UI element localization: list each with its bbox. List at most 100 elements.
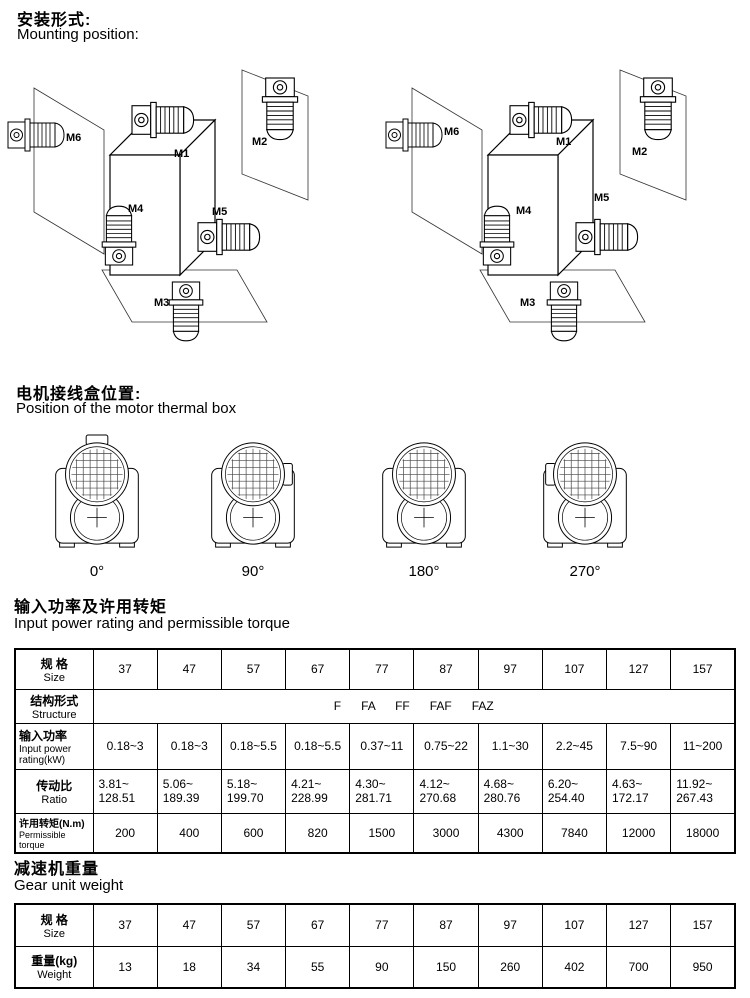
table-cell: 11.92~267.43 <box>670 768 736 814</box>
table-cell: 7.5~90 <box>605 722 672 770</box>
table-cell: 0.18~3 <box>92 722 158 770</box>
mounting-label: M6 <box>66 132 82 144</box>
ratio-line: 128.51 <box>98 791 136 805</box>
table-cell: 37 <box>92 648 158 690</box>
table-cell: 47 <box>156 903 222 947</box>
table-cell: 0.75~22 <box>413 722 479 770</box>
table-cell: 260 <box>477 945 543 989</box>
table-cell: 34 <box>220 945 287 989</box>
ratio-line: 281.71 <box>355 791 392 805</box>
terminal-view-180: 180° <box>359 433 489 580</box>
ratio-line: 4.68~ <box>483 777 514 791</box>
table-cell: 0.18~3 <box>156 722 222 770</box>
mounting-label: M3 <box>154 297 170 309</box>
power-title-en: Input power rating and permissible torqu… <box>14 615 290 632</box>
ratio-line: 267.43 <box>676 791 713 805</box>
ratio-line: 4.63~ <box>612 777 643 791</box>
table-cell: 107 <box>541 648 608 690</box>
header-zh: 重量(kg) <box>31 954 78 969</box>
table-cell: 11~200 <box>670 722 736 770</box>
table-cell: 157 <box>670 903 736 947</box>
table-cell: 4300 <box>477 812 543 854</box>
mounting-label: M5 <box>212 206 228 218</box>
table-cell: 950 <box>670 945 736 989</box>
ratio-line: 3.81~ <box>98 777 129 791</box>
header-en: Permissible torque <box>19 830 66 851</box>
ratio-line: 11.92~ <box>676 777 713 791</box>
table-cell: 6.20~254.40 <box>541 768 608 814</box>
table-cell: 700 <box>605 945 672 989</box>
mounting-label: M6 <box>444 126 460 138</box>
terminal-drawing <box>382 442 466 548</box>
row-header-weight: 重量(kg)Weight <box>14 945 94 989</box>
terminal-view-270: 270° <box>520 433 650 580</box>
table-cell: 67 <box>285 903 351 947</box>
table-cell: 7840 <box>541 812 608 854</box>
terminal-title-en: Position of the motor thermal box <box>16 400 237 417</box>
terminal-view-90: 90° <box>188 433 318 580</box>
angle-label: 180° <box>408 563 440 580</box>
ratio-line: 6.20~ <box>547 777 579 791</box>
isometric-drawing <box>385 69 687 342</box>
table-cell: 2.2~45 <box>541 722 608 770</box>
table-cell: 4.68~280.76 <box>477 768 543 814</box>
table-cell: 4.21~228.99 <box>285 768 351 814</box>
ratio-line: 270.68 <box>419 791 457 805</box>
header-en: Size <box>43 671 65 684</box>
mounting-label: M5 <box>594 192 610 204</box>
ratio-line: 189.39 <box>162 791 200 805</box>
table-cell: 4.63~172.17 <box>605 768 672 814</box>
mounting-label: M3 <box>520 297 536 309</box>
power-title-zh: 输入功率及许用转矩 <box>14 599 168 616</box>
header-en: Ratio <box>41 793 68 806</box>
table-cell: 57 <box>220 648 287 690</box>
table-cell: 97 <box>477 648 543 690</box>
table-cell: 1500 <box>349 812 415 854</box>
table-cell: 77 <box>349 903 415 947</box>
mounting-title-en: Mounting position: <box>17 26 139 43</box>
terminal-view-0: 0° <box>32 433 162 580</box>
ratio-line: 280.76 <box>483 791 521 805</box>
table-cell: 820 <box>285 812 351 854</box>
ratio-line: 5.18~ <box>226 777 258 791</box>
ratio-line: 4.21~ <box>291 777 322 791</box>
table-cell: 0.37~11 <box>349 722 415 770</box>
header-en: Structure <box>31 708 77 721</box>
table-cell: 200 <box>92 812 158 854</box>
table-cell-structure: F FA FF FAF FAZ <box>92 688 736 724</box>
table-cell: 5.06~189.39 <box>156 768 222 814</box>
table-cell: 87 <box>413 903 479 947</box>
header-zh: 结构形式 <box>30 693 79 708</box>
table-cell: 12000 <box>605 812 672 854</box>
ratio-line: 4.12~ <box>419 777 450 791</box>
table-cell: 57 <box>220 903 287 947</box>
table-cell: 402 <box>541 945 608 989</box>
ratio-line: 172.17 <box>612 791 649 805</box>
mounting-diagram-left: M6 M1 M2 M4 M5 M3 <box>2 60 337 365</box>
table-cell: 600 <box>220 812 287 854</box>
mounting-diagram-right: M6 M1 M2 M4 M5 M3 <box>380 60 715 365</box>
mounting-label: M1 <box>556 136 572 148</box>
table-row: 重量(kg)Weight 13 18 34 55 90 150 260 402 … <box>14 945 736 989</box>
header-zh: 规 格 <box>40 912 68 927</box>
terminal-drawing <box>543 442 627 548</box>
table-cell: 87 <box>413 648 479 690</box>
header-en: Weight <box>37 969 72 982</box>
ratio-line: 4.30~ <box>355 777 386 791</box>
ratio-line: 228.99 <box>291 791 328 805</box>
table-cell: 47 <box>156 648 222 690</box>
ratio-line: 254.40 <box>547 791 585 805</box>
table-cell: 0.18~5.5 <box>285 722 351 770</box>
table-cell: 1.1~30 <box>477 722 543 770</box>
header-zh: 规 格 <box>40 656 68 671</box>
ratio-line: 5.06~ <box>162 777 194 791</box>
table-cell: 18000 <box>670 812 736 854</box>
